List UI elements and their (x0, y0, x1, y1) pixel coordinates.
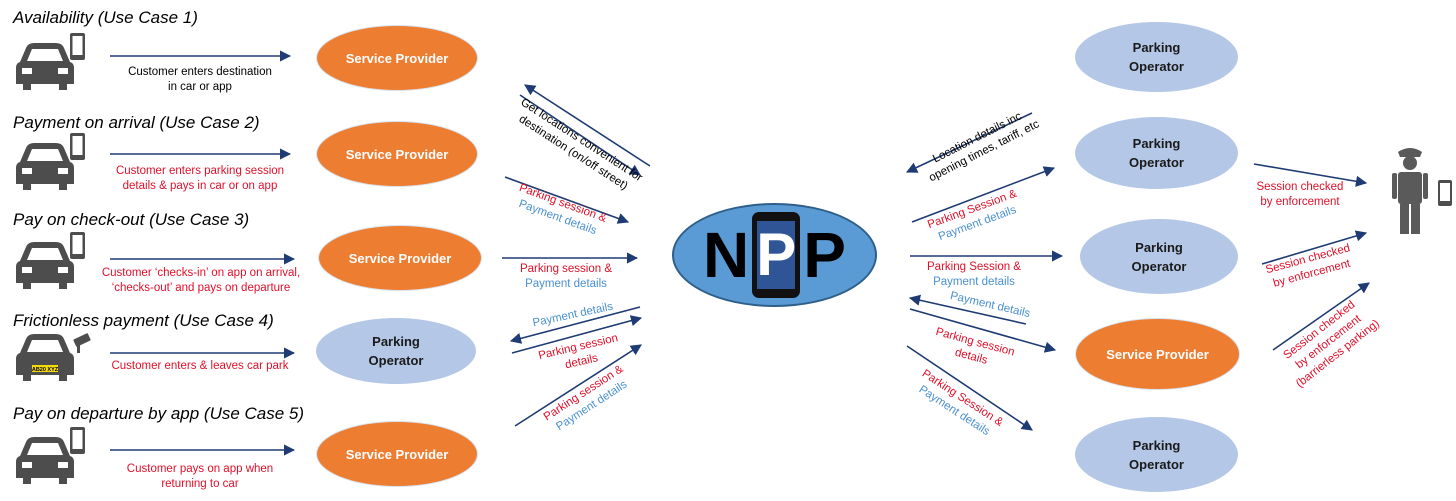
arrow-enf-3 (1272, 282, 1370, 351)
car-phone-icon (16, 427, 85, 484)
number-plate: AB20 XYZ (32, 367, 59, 373)
arrow-left-5 (514, 344, 642, 427)
service-provider-node-1: Service Provider (316, 25, 478, 91)
arrow-enf-2 (1261, 230, 1368, 265)
arrow-left-2 (504, 176, 630, 224)
phone-icon: P (752, 212, 801, 298)
car-phone-icon (16, 133, 85, 190)
npp-letter-n: N (703, 219, 750, 291)
link-label-right-3: Parking Session & Payment details (927, 261, 1021, 288)
npp-logo: N P P (672, 203, 877, 307)
uc3-description: Customer ‘checks-in’ on app on arrival, … (101, 267, 301, 294)
uc4-description: Customer enters & leaves car park (111, 360, 289, 372)
heading-use-case-5: Pay on departure by app (Use Case 5) (13, 404, 305, 423)
arrow-right-5 (906, 345, 1033, 431)
service-provider-node-5: Service Provider (316, 421, 478, 487)
car-phone-icon (16, 232, 85, 289)
arrow-left-1a (524, 84, 651, 167)
uc1-description: Customer enters destination in car or ap… (128, 66, 272, 93)
uc5-description: Customer pays on app when returning to c… (126, 463, 274, 490)
car-camera-icon: AB20 XYZ (16, 333, 91, 381)
heading-use-case-2: Payment on arrival (Use Case 2) (13, 113, 260, 132)
arrow-right-4a (908, 294, 1027, 325)
enforcement-label-1: Session checked by enforcement (1256, 181, 1344, 208)
arrow-right-2 (911, 166, 1056, 223)
service-provider-node-2: Service Provider (316, 121, 478, 187)
arrow-left-4a (509, 306, 641, 344)
arrow-right-1 (905, 112, 1033, 173)
npp-letter-p2: P (803, 219, 846, 291)
heading-use-case-1: Availability (Use Case 1) (13, 8, 198, 27)
service-provider-node-3: Service Provider (318, 225, 482, 291)
car-phone-icon (16, 33, 85, 90)
uc2-description: Customer enters parking session details … (115, 165, 285, 192)
link-label-left-3: Parking session & Payment details (519, 263, 613, 290)
arrow-left-4b (511, 315, 643, 354)
heading-use-case-3: Pay on check-out (Use Case 3) (13, 210, 250, 229)
arrow-enf-1 (1253, 163, 1368, 187)
arrow-left-1b (519, 94, 641, 176)
heading-use-case-4: Frictionless payment (Use Case 4) (13, 311, 274, 330)
service-provider-node-right: Service Provider (1075, 318, 1240, 390)
arrow-right-4b (909, 308, 1057, 353)
enforcement-officer-icon (1392, 148, 1452, 234)
npp-letter-p: P (756, 221, 797, 288)
